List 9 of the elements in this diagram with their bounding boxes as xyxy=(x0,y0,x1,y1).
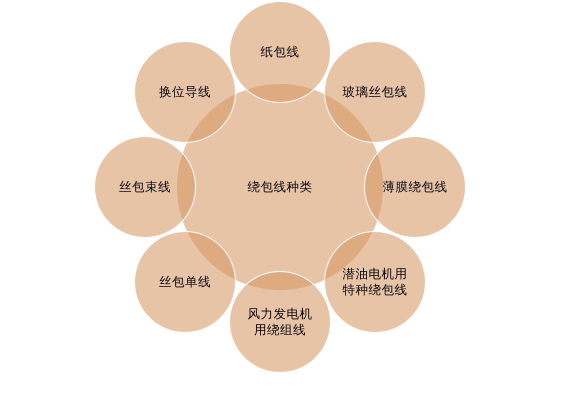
node-label: 风力发电机用绕组线 xyxy=(246,306,314,338)
node-label: 玻璃丝包线 xyxy=(342,84,408,100)
node-label: 绕包线种类 xyxy=(248,178,312,196)
node-label: 丝包单线 xyxy=(159,274,211,290)
node-label: 换位导线 xyxy=(159,84,211,100)
node-label: 薄膜绕包线 xyxy=(382,178,448,196)
node-label: 潜油电机用特种绕包线 xyxy=(342,266,408,298)
node-label: 纸包线 xyxy=(260,44,300,60)
node-label: 丝包束线 xyxy=(119,178,171,196)
